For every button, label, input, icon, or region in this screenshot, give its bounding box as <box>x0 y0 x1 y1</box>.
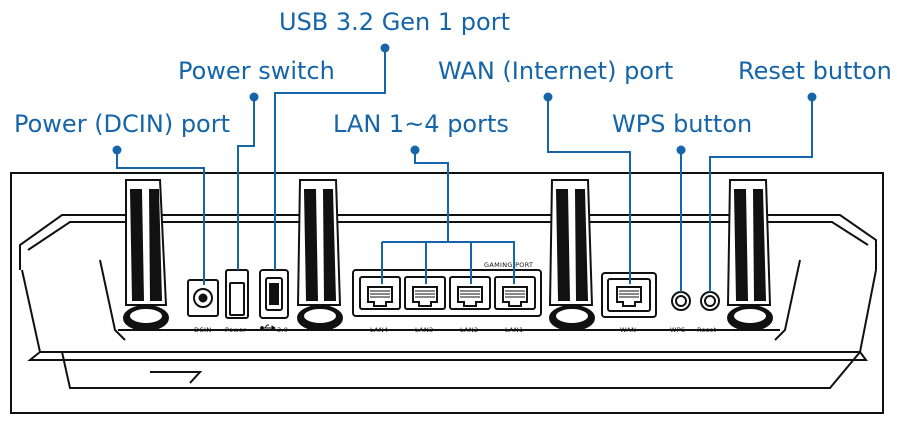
callout-wps-button: WPS button <box>612 110 753 138</box>
usb-icon <box>260 324 276 331</box>
dot-power-switch <box>249 92 259 102</box>
dcin-label: DCIN <box>194 326 212 334</box>
leader-dots <box>112 43 817 155</box>
antenna-3 <box>548 179 595 331</box>
leader-power-switch <box>237 97 255 270</box>
lan1-port <box>494 276 536 310</box>
wps-button <box>671 291 691 311</box>
router-body <box>19 214 877 389</box>
dot-dcin <box>112 145 122 155</box>
lan2-port <box>449 276 491 310</box>
dot-reset <box>807 92 817 102</box>
wan-label: WAN <box>620 326 636 334</box>
leader-reset <box>709 97 813 292</box>
callout-power-switch: Power switch <box>178 57 335 85</box>
lan1-label: LAN1 <box>505 326 523 334</box>
callout-reset-button: Reset button <box>738 57 892 85</box>
power-label: Power <box>225 326 246 334</box>
antenna-1 <box>123 179 169 331</box>
dcin-port <box>187 279 219 317</box>
antenna-4 <box>726 179 773 331</box>
reset-label: Reset <box>697 326 717 334</box>
callout-wan-port: WAN (Internet) port <box>438 57 674 85</box>
callout-usb-port: USB 3.2 Gen 1 port <box>279 8 510 36</box>
leader-lan-bar <box>382 241 515 252</box>
lan3-port <box>404 276 446 310</box>
wps-label: WPS <box>670 326 685 334</box>
dot-lan <box>410 145 420 155</box>
dot-wan <box>543 92 553 102</box>
lan-port-block <box>352 269 542 317</box>
callout-lan-ports: LAN 1~4 ports <box>333 110 509 138</box>
lan3-label: LAN3 <box>415 326 433 334</box>
leader-lines <box>116 48 813 292</box>
gaming-port-label: GAMING PORT <box>484 261 533 269</box>
dot-usb <box>380 43 390 53</box>
power-switch <box>225 269 249 319</box>
lan2-label: LAN2 <box>460 326 478 334</box>
lan4-port <box>359 276 401 310</box>
leader-lan-main <box>414 150 449 242</box>
leader-dcin <box>116 150 205 285</box>
dot-wps <box>676 145 686 155</box>
callout-power-dcin-port: Power (DCIN) port <box>14 110 231 138</box>
usb-version-label: 3.0 <box>277 326 288 334</box>
antenna-2 <box>296 179 343 331</box>
leader-usb <box>274 48 386 270</box>
usb-port <box>259 269 289 319</box>
leader-wan <box>547 97 631 284</box>
reset-button <box>700 291 720 311</box>
lan4-label: LAN4 <box>370 326 388 334</box>
